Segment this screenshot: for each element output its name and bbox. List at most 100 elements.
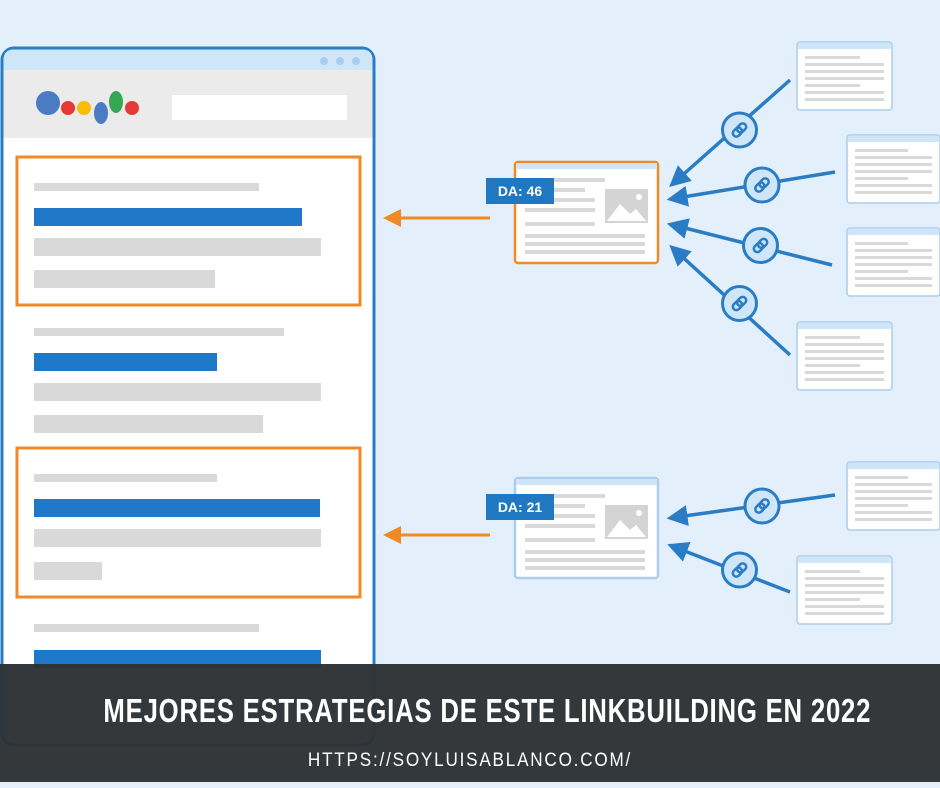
link-icon xyxy=(743,166,781,204)
image-placeholder-icon xyxy=(605,189,648,223)
result-line xyxy=(34,238,321,256)
result-line xyxy=(34,270,215,288)
result-line xyxy=(34,562,102,580)
backlink-source-page xyxy=(796,555,893,625)
text-line xyxy=(855,504,908,507)
text-line xyxy=(855,191,932,194)
text-line xyxy=(805,371,884,374)
window-dots xyxy=(320,57,360,65)
text-line xyxy=(805,91,884,94)
text-line xyxy=(855,170,932,173)
link-icon xyxy=(721,285,758,322)
result-line xyxy=(34,415,263,433)
text-line xyxy=(525,188,585,192)
da-46-label: DA: 46 xyxy=(498,183,543,199)
google-logo xyxy=(36,91,139,124)
text-line xyxy=(855,263,932,266)
text-line xyxy=(805,577,884,580)
text-line xyxy=(855,497,932,500)
search-input xyxy=(172,95,347,120)
text-line xyxy=(855,490,932,493)
link-icon xyxy=(721,551,758,589)
text-line xyxy=(525,198,595,202)
text-line xyxy=(855,177,908,180)
text-line xyxy=(855,149,908,152)
text-line xyxy=(805,63,884,66)
text-line xyxy=(525,234,645,238)
title-banner: MEJORES ESTRATEGIAS DE ESTE LINKBUILDING… xyxy=(0,664,940,782)
text-line xyxy=(525,494,605,498)
link-icon xyxy=(721,111,758,149)
text-line xyxy=(855,249,932,252)
text-line xyxy=(805,70,884,73)
browser-window xyxy=(0,46,376,747)
text-line xyxy=(525,250,645,254)
result-line xyxy=(34,183,259,191)
text-line xyxy=(805,77,884,80)
text-line xyxy=(805,605,884,608)
text-line xyxy=(855,483,932,486)
link-icon xyxy=(743,487,781,525)
text-line xyxy=(525,524,595,528)
highlighted-result xyxy=(15,446,362,599)
text-line xyxy=(805,570,860,573)
linked-page-da46 xyxy=(513,160,660,265)
backlink-source-page xyxy=(846,134,940,204)
text-line xyxy=(805,591,884,594)
highlighted-result xyxy=(15,155,362,307)
text-line xyxy=(805,612,884,615)
banner-url: HTTPS://SOYLUISABLANCO.COM/ xyxy=(307,750,633,771)
text-line xyxy=(855,270,908,273)
text-line xyxy=(525,550,645,554)
text-line xyxy=(525,566,645,570)
backlink-source-page xyxy=(796,41,893,111)
banner-title: MEJORES ESTRATEGIAS DE ESTE LINKBUILDING… xyxy=(103,692,872,729)
text-line xyxy=(805,84,860,87)
text-line xyxy=(805,56,860,59)
result-line xyxy=(34,208,302,226)
result-line xyxy=(34,624,259,632)
result-line xyxy=(34,474,217,482)
text-line xyxy=(525,178,605,182)
text-line xyxy=(805,584,884,587)
text-line xyxy=(525,242,645,246)
da-badge xyxy=(486,494,554,520)
text-line xyxy=(805,378,884,381)
browser-titlebar xyxy=(3,49,373,70)
text-line xyxy=(855,242,908,245)
backlink-source-page xyxy=(846,461,940,531)
backlink-source-page xyxy=(796,321,893,391)
text-line xyxy=(805,364,860,367)
text-line xyxy=(855,163,932,166)
text-line xyxy=(805,98,884,101)
text-line xyxy=(805,336,860,339)
text-line xyxy=(805,350,884,353)
text-line xyxy=(525,222,595,226)
text-line xyxy=(855,518,932,521)
link-icon xyxy=(742,227,779,264)
result-line xyxy=(34,328,284,336)
text-line xyxy=(525,208,595,212)
linked-page-da21 xyxy=(513,476,660,580)
text-line xyxy=(855,156,932,159)
text-line xyxy=(855,256,932,259)
backlink-source-page xyxy=(846,227,940,297)
result-line xyxy=(34,529,321,547)
text-line xyxy=(525,558,645,562)
result-line xyxy=(34,499,320,517)
text-line xyxy=(855,476,908,479)
result-line xyxy=(34,650,321,668)
da-21-label: DA: 21 xyxy=(498,499,543,515)
da-badge xyxy=(486,178,554,204)
text-line xyxy=(525,514,595,518)
result-line xyxy=(34,383,321,401)
text-line xyxy=(525,504,585,508)
text-line xyxy=(855,184,932,187)
text-line xyxy=(805,343,884,346)
text-line xyxy=(855,277,932,280)
text-line xyxy=(855,284,932,287)
text-line xyxy=(805,598,860,601)
result-line xyxy=(34,353,217,371)
image-placeholder-icon xyxy=(605,505,648,539)
